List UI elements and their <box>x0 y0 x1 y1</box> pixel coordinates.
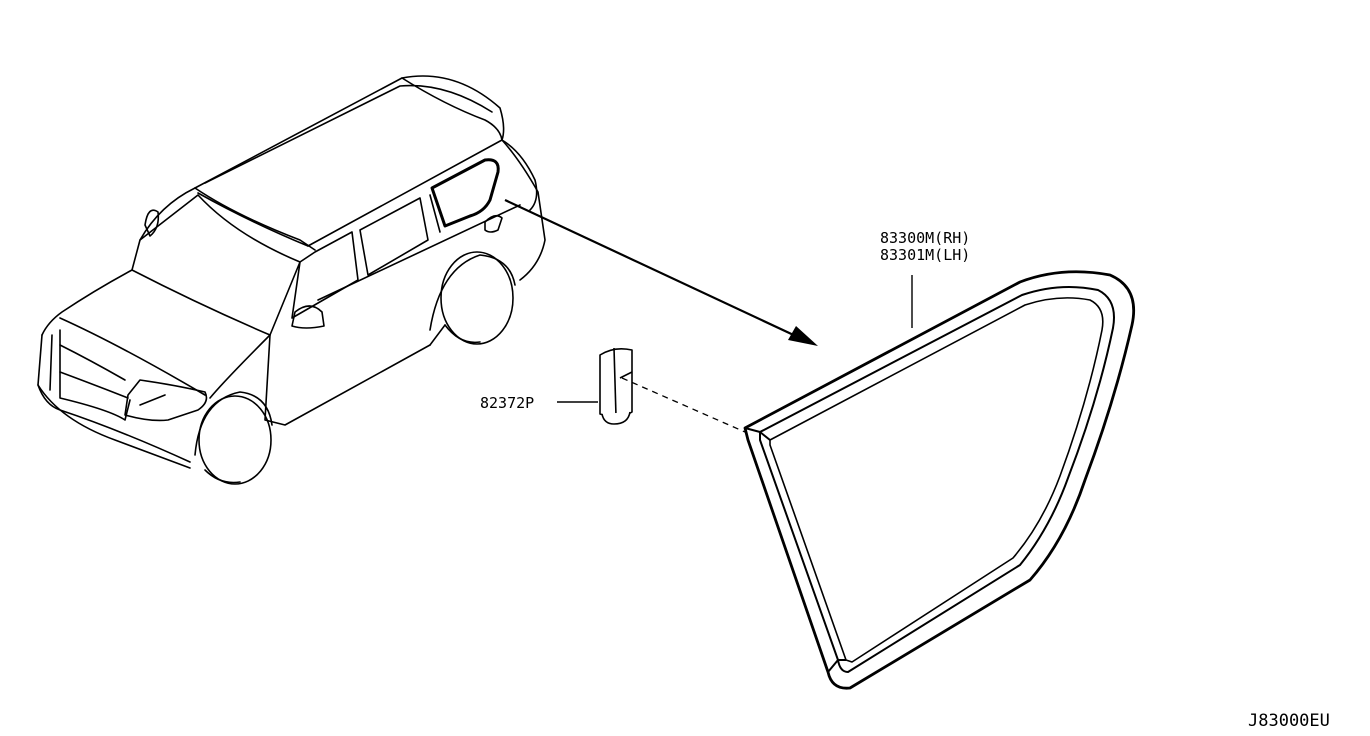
clip-part <box>599 347 633 425</box>
callout-arrow <box>504 199 818 346</box>
quarter-window-glass <box>743 270 1136 690</box>
glass-rh-part-number: 83300M(RH) <box>880 229 970 247</box>
glass-lh-part-number: 83301M(LH) <box>880 246 970 264</box>
vehicle-illustration <box>37 75 546 485</box>
clip-part-number: 82372P <box>480 394 534 412</box>
clip-dashed-line <box>621 377 746 433</box>
diagram-id: J83000EU <box>1248 711 1330 731</box>
